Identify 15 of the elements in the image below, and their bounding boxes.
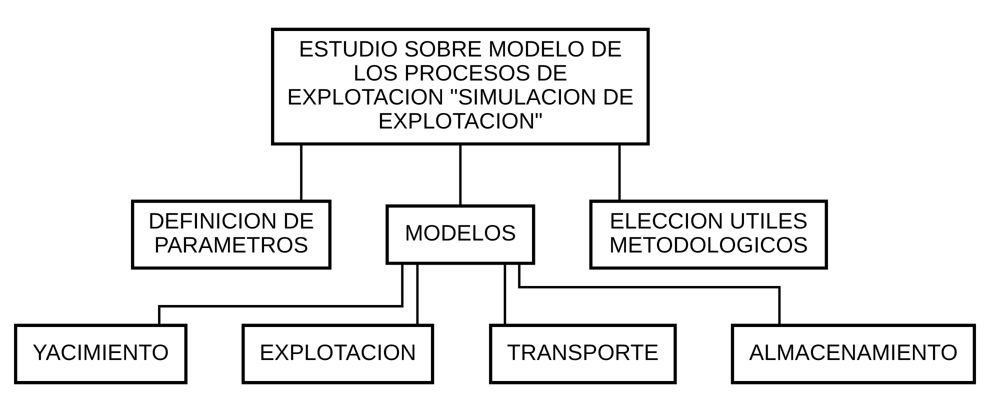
connector [518, 263, 781, 326]
node-box: EXPLOTACION [242, 324, 434, 384]
node-box: MODELOS [386, 204, 536, 265]
connector [618, 144, 621, 201]
connector [300, 144, 302, 201]
connector [158, 263, 404, 326]
node-box: ESTUDIO SOBRE MODELO DE LOS PROCESOS DE EXPLOTACION "SIMULACION DE EXPLOTACION" [271, 28, 650, 146]
connector [416, 264, 419, 325]
node-box: ALMACENAMIENTO [730, 324, 976, 384]
node-box: YACIMIENTO [14, 324, 188, 384]
connector [459, 144, 462, 206]
node-box: ELECCION UTILES METODOLOGICOS [589, 200, 828, 270]
node-box: TRANSPORTE [489, 324, 677, 384]
connector [504, 264, 506, 325]
node-box: DEFINICION DE PARAMETROS [130, 200, 332, 270]
